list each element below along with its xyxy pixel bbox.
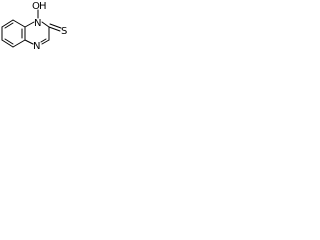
bond-c5-c4a bbox=[12, 39, 26, 48]
ring-nitrogen-bottom-label: N bbox=[33, 41, 40, 52]
bond-c3-n4 bbox=[41, 39, 50, 45]
bond-c8a-n1 bbox=[24, 21, 35, 28]
double-bond-c3-n4 bbox=[40, 38, 47, 43]
double-bond-c6-c5 bbox=[4, 38, 14, 45]
bond-c2-s-a bbox=[48, 26, 61, 32]
bond-c2-s-b bbox=[49, 23, 62, 29]
double-bond-c8-c7 bbox=[4, 22, 14, 29]
hydroxyl-hydrogen-label: H bbox=[39, 1, 47, 12]
bond-c8-c7 bbox=[1, 19, 14, 28]
bond-c6-c5 bbox=[1, 39, 14, 48]
sulfur-atom-label: S bbox=[61, 26, 67, 37]
bond-n1-c2 bbox=[41, 21, 50, 28]
bond-c8a-c8 bbox=[12, 19, 26, 28]
quinoxaline-thione-structure: O H N N S bbox=[1, 1, 67, 52]
bond-n4-c4a bbox=[24, 39, 34, 45]
oxygen-atom-label: O bbox=[32, 1, 40, 12]
ring-nitrogen-top-label: N bbox=[34, 18, 41, 29]
